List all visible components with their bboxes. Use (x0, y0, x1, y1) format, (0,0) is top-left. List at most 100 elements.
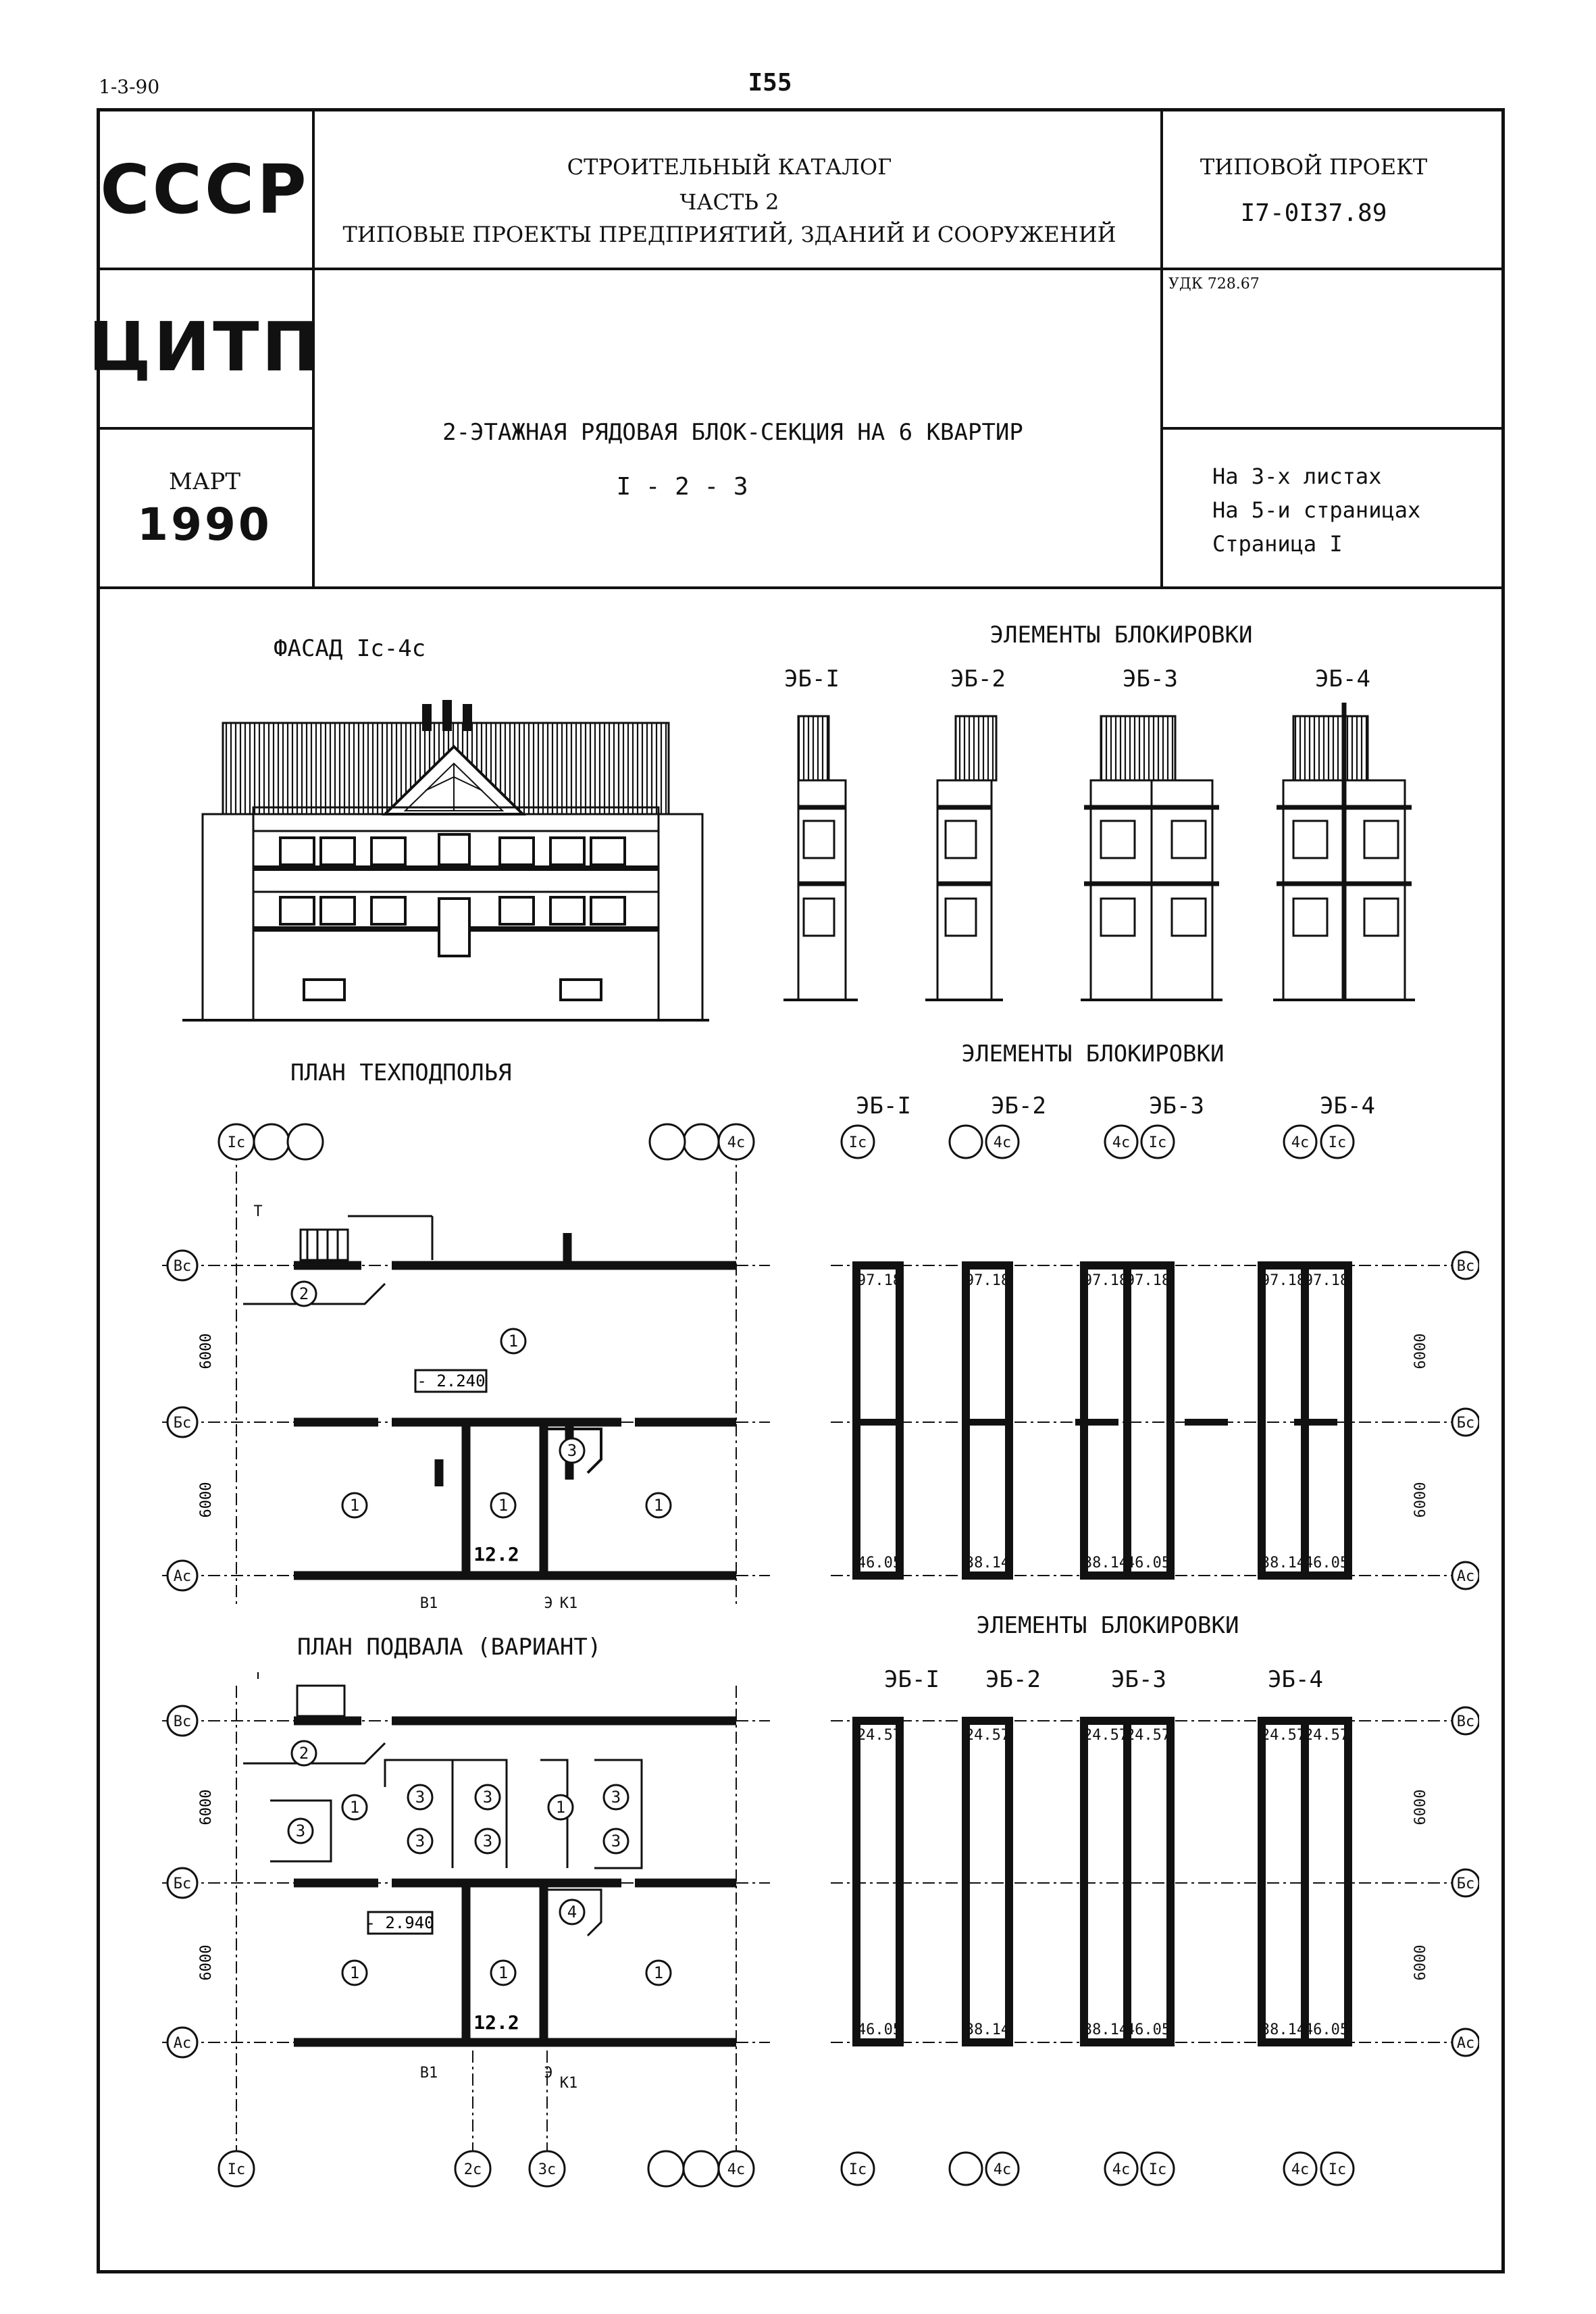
plan1-eb-2: ЭБ-2 (991, 1092, 1046, 1120)
eb1-value-top: 97.18 (857, 1272, 902, 1289)
room-4-label: 4 (567, 1903, 577, 1921)
project-label: ТИПОВОЙ ПРОЕКТ (1200, 154, 1428, 180)
mark-v1: В1 (420, 2065, 438, 2082)
room-3-label: 3 (611, 1832, 621, 1851)
facade-eb-2: ЭБ-2 (950, 665, 1006, 693)
plan1-eb-3: ЭБ-3 (1149, 1092, 1204, 1120)
mark-k1: К1 (560, 1595, 578, 1612)
title-block-divider (97, 427, 314, 430)
mark-v1: В1 (420, 1595, 438, 1612)
axis-right-label: 4с (1291, 1134, 1310, 1151)
title-block-divider (97, 586, 1505, 589)
eb2-value-bottom: 38.14 (965, 1555, 1010, 1571)
plan2-elements-drawing: 24.57 24.57 24.57 24.57 24.57 24.57 46.0… (831, 1706, 1479, 2186)
eb-4-facade (1273, 703, 1415, 1001)
udk-code: УДК 728.67 (1168, 276, 1260, 293)
corner-code: 1-3-90 (99, 76, 160, 98)
axis-row-bottom: Ас (1457, 1568, 1475, 1585)
axis-left-label: Iс (849, 2161, 867, 2178)
org-citp: ЦИТП (88, 307, 321, 386)
plan1-dim: 12.2 (473, 1543, 519, 1565)
axis-left-label: Iс (228, 1134, 246, 1151)
document-title: 2-ЭТАЖНАЯ РЯДОВАЯ БЛОК-СЕКЦИЯ НА 6 КВАРТ… (442, 419, 1023, 446)
plan2-span-bottom: 6000 (198, 1945, 215, 1981)
room-3-box (544, 1428, 602, 1474)
axis-row-top: Вс (174, 1713, 192, 1730)
axis-row-bottom: Ас (1457, 2035, 1475, 2052)
sheet-frame (97, 108, 1505, 2273)
eb3-value-bottom-b: 46.05 (1126, 1555, 1170, 1571)
axis-bubbles (166, 1705, 755, 2188)
issue-year: 1990 (137, 499, 272, 551)
room-1-label: 1 (350, 1963, 359, 1982)
plan1-elements-title: ЭЛЕМЕНТЫ БЛОКИРОВКИ (961, 1040, 1225, 1067)
plan1-eb-1: ЭБ-I (856, 1092, 911, 1120)
axis-row-mid: Бс (174, 1876, 192, 1892)
eb3-value-bottom-a: 38.14 (1083, 2021, 1128, 2038)
room-3-label: 3 (567, 1441, 577, 1460)
room-markers (290, 1280, 672, 1519)
eb1-value-top: 24.57 (857, 1727, 902, 1744)
org-ussr: СССР (100, 150, 309, 229)
plan2-el-span-bottom: 6000 (1412, 1945, 1429, 1981)
document-series: I - 2 - 3 (616, 473, 748, 501)
plan1-drawing: 2 1 1 1 1 3 - 2.240 12.2 6000 6000 Iс 4с… (162, 1123, 770, 1612)
plan2-eb-1: ЭБ-I (884, 1666, 939, 1693)
mark-e: Э (544, 1595, 552, 1612)
room-1-label: 1 (498, 1963, 508, 1982)
axis-mid2-label: 3с (538, 2161, 557, 2178)
room-1-label: 1 (654, 1963, 663, 1982)
room-3-label: 3 (415, 1832, 425, 1851)
mark-t: Т (253, 1203, 262, 1220)
axis-right-label: 4с (1112, 1134, 1131, 1151)
axis-right-label: 4с (727, 1134, 746, 1151)
eb4-value-top-a: 24.57 (1261, 1727, 1306, 1744)
axis-left-label: Iс (1149, 1134, 1167, 1151)
page-index: Страница I (1212, 531, 1343, 557)
facade-elements-drawing (783, 703, 1415, 1001)
eb3-value-bottom-b: 46.05 (1126, 2021, 1170, 2038)
page-number: I55 (748, 69, 792, 97)
level-box (414, 1369, 488, 1393)
eb-2-facade (925, 715, 1003, 1001)
axis-row-mid: Бс (1457, 1876, 1475, 1892)
facade-title: ФАСАД Iс-4с (274, 635, 426, 662)
issue-month: МАРТ (168, 468, 241, 495)
plan2-dim: 12.2 (473, 2011, 519, 2034)
pages-count: На 5-и страницах (1212, 497, 1421, 523)
facade-eb-3: ЭБ-3 (1123, 665, 1178, 693)
axis-right-label: 4с (994, 2161, 1012, 2178)
axis-right-label: 4с (1112, 2161, 1131, 2178)
eb-1-facade (783, 715, 858, 1001)
plan2-title: ПЛАН ПОДВАЛА (ВАРИАНТ) (297, 1634, 602, 1661)
axis-row-bottom: Ас (174, 2035, 192, 2052)
axis-left-label: Iс (849, 1134, 867, 1151)
eb4-value-bottom-b: 46.05 (1304, 2021, 1349, 2038)
eb-3-facade (1081, 715, 1222, 1001)
room-3-label: 3 (415, 1788, 425, 1807)
axis-right-label: 4с (994, 1134, 1012, 1151)
room-2-label: 2 (299, 1744, 309, 1763)
room-1-label: 1 (556, 1798, 565, 1817)
facade-eb-1: ЭБ-I (784, 665, 840, 693)
room-3-label: 3 (483, 1788, 492, 1807)
plan1-span-bottom: 6000 (198, 1482, 215, 1518)
plan2-level: - 2.940 (365, 1913, 434, 1932)
eb1-value-bottom: 46.05 (857, 2021, 902, 2038)
axis-row-mid: Бс (1457, 1415, 1475, 1432)
axis-left-label: Iс (228, 2161, 246, 2178)
catalog-line-1: СТРОИТЕЛЬНЫЙ КАТАЛОГ (567, 154, 892, 180)
title-block-divider (1160, 108, 1163, 589)
plan2-eb-3: ЭБ-3 (1111, 1666, 1166, 1693)
eb4-value-bottom-a: 38.14 (1261, 1555, 1306, 1571)
eb4-value-bottom-a: 38.14 (1261, 2021, 1306, 2038)
project-number: I7-0I37.89 (1240, 199, 1387, 227)
mark-k1: К1 (560, 2075, 578, 2092)
room-1-label: 1 (654, 1496, 663, 1515)
eb3-value-top-a: 97.18 (1083, 1272, 1128, 1289)
plan2-eb-2: ЭБ-2 (985, 1666, 1041, 1693)
room-1-label: 1 (498, 1496, 508, 1515)
facade-elements-title: ЭЛЕМЕНТЫ БЛОКИРОВКИ (989, 622, 1253, 649)
axis-row-bottom: Ас (174, 1568, 192, 1585)
title-block-divider (97, 268, 314, 270)
